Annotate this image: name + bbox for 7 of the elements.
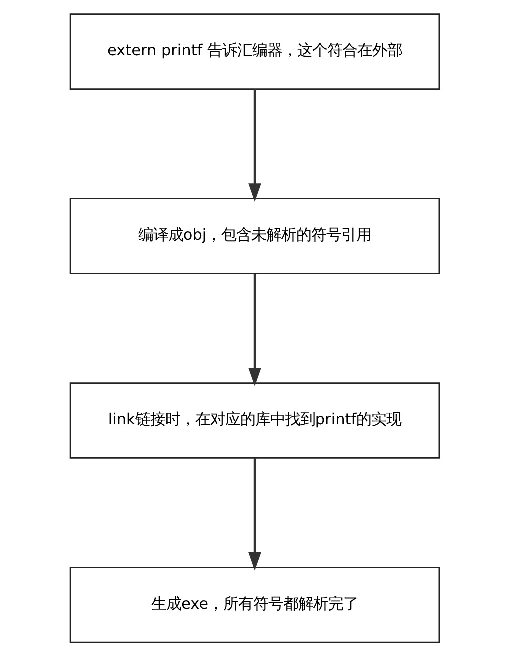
node-box: extern printf 告诉汇编器，这个符合在外部: [69, 14, 440, 90]
node-box: 编译成obj，包含未解析的符号引用: [69, 198, 440, 274]
node-box: link链接时，在对应的库中找到printf的实现: [69, 382, 440, 459]
arrow: [248, 90, 261, 202]
arrow: [248, 274, 261, 386]
arrow: [248, 458, 261, 571]
node-box: 生成exe，所有符号都解析完了: [69, 567, 440, 644]
